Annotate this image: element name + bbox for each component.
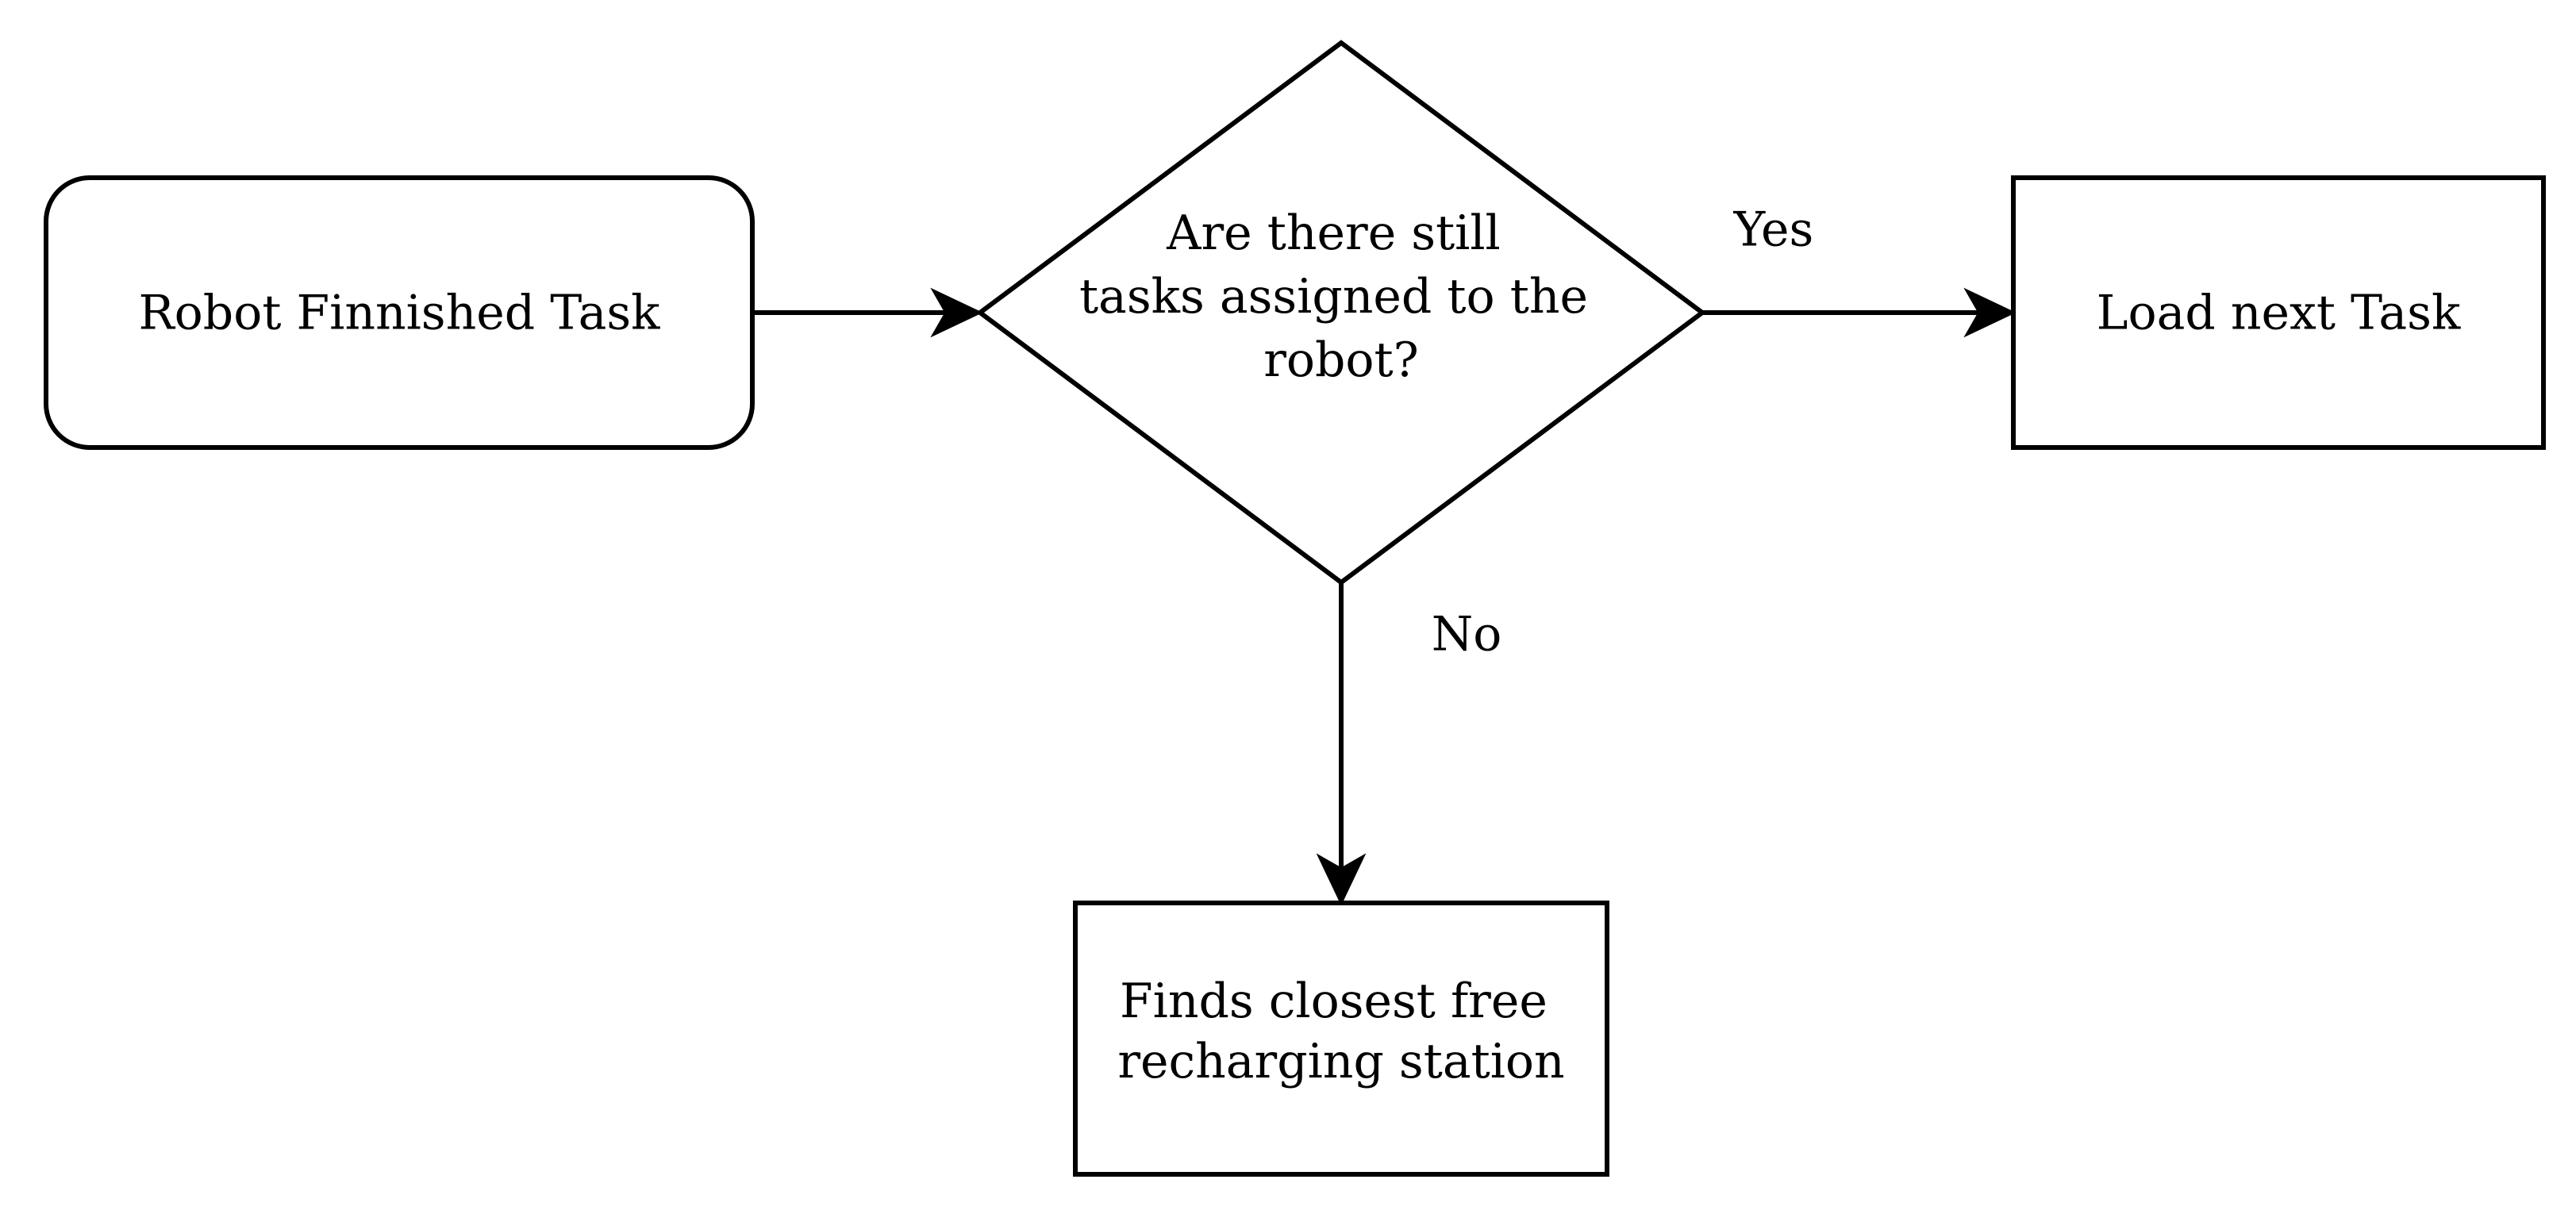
node-decision-line-2: tasks assigned to the: [1079, 269, 1588, 325]
edge-decision-to-load-next-arrowhead: [1963, 287, 2017, 338]
node-recharge-label: Finds closest free recharging station: [1117, 974, 1564, 1089]
edge-no-label: No: [1432, 607, 1502, 663]
edge-start-to-decision: [752, 287, 983, 338]
edge-decision-to-recharge-arrowhead: [1316, 853, 1367, 906]
edge-decision-to-load-next: Yes: [1702, 202, 2017, 338]
node-load-next: Load next Task: [2011, 175, 2546, 450]
node-decision-line-1: Are there still: [1166, 206, 1501, 261]
node-recharge-line-2: recharging station: [1117, 1034, 1564, 1089]
node-decision: Are there still tasks assigned to the ro…: [975, 40, 1707, 586]
node-start: Robot Finnished Task: [44, 175, 755, 450]
node-decision-line-3: robot?: [1263, 332, 1419, 388]
node-load-next-box: [2011, 175, 2546, 450]
node-recharge-line-1: Finds closest free: [1120, 974, 1548, 1029]
edge-decision-to-recharge: No: [1316, 582, 1502, 906]
edge-yes-label: Yes: [1733, 202, 1814, 258]
node-start-label: Robot Finnished Task: [138, 286, 660, 341]
node-load-next-label: Load next Task: [2097, 286, 2461, 341]
node-recharge: Finds closest free recharging station: [1073, 901, 1609, 1177]
node-decision-label: Are there still tasks assigned to the ro…: [1079, 206, 1603, 388]
edge-start-to-decision-arrowhead: [930, 287, 983, 338]
